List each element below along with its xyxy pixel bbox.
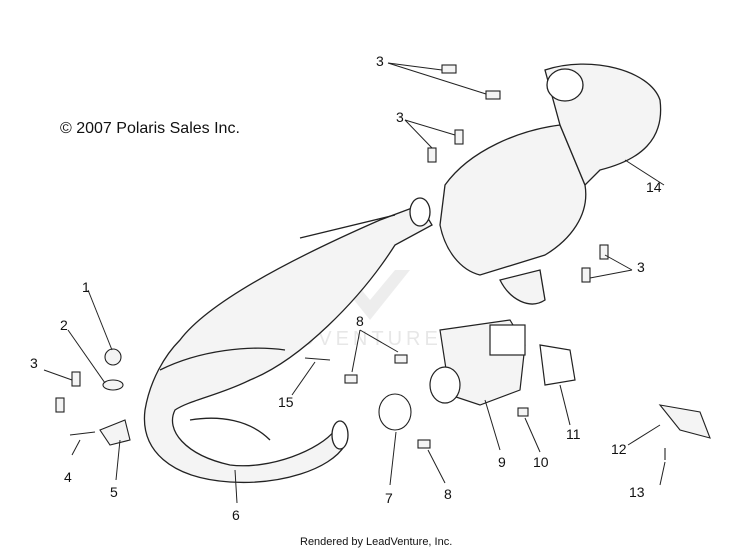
- spring-3g: [599, 244, 609, 260]
- copyright-text: © 2007 Polaris Sales Inc.: [60, 120, 240, 137]
- stud-15: [304, 357, 331, 361]
- callout-labels: 1 2 3 3 3 3 4 5 6 7 8 8 9 10 11 12 13 14…: [30, 53, 662, 523]
- callout-1: 1: [82, 279, 90, 295]
- exhaust-pipe: [143, 197, 433, 484]
- callout-3-right: 3: [637, 259, 645, 275]
- heat-shield-12: [658, 404, 711, 439]
- callout-4: 4: [64, 469, 72, 485]
- callout-10: 10: [533, 454, 549, 470]
- washer-2: [102, 379, 124, 391]
- callout-11: 11: [566, 426, 581, 442]
- bracket-5: [99, 419, 131, 446]
- callout-8-upper: 8: [356, 313, 364, 329]
- grommet-1: [104, 348, 122, 366]
- small-parts: [55, 64, 711, 460]
- callout-12: 12: [611, 441, 627, 457]
- nut-10: [517, 407, 529, 417]
- spring-8c: [417, 439, 431, 449]
- spring-3e: [427, 147, 437, 163]
- spring-3f: [454, 129, 464, 145]
- leader-lines: [43, 62, 666, 504]
- callout-2: 2: [60, 317, 68, 333]
- exhaust-manifold: [429, 319, 576, 406]
- silencer: [439, 63, 662, 305]
- spring-8b: [394, 354, 408, 364]
- spring-3a: [71, 371, 81, 387]
- callout-15: 15: [278, 394, 294, 410]
- callout-14: 14: [646, 179, 662, 195]
- seal-7: [378, 393, 412, 431]
- callout-6: 6: [232, 507, 240, 523]
- callout-8-lower: 8: [444, 486, 452, 502]
- spring-8a: [344, 374, 358, 384]
- spring-3b: [55, 397, 65, 413]
- callout-13: 13: [629, 484, 645, 500]
- callout-7: 7: [385, 490, 393, 506]
- callout-9: 9: [498, 454, 506, 470]
- screw-4: [69, 431, 96, 436]
- callout-3-top: 3: [376, 53, 384, 69]
- callout-3-upper: 3: [396, 109, 404, 125]
- callout-3-left: 3: [30, 355, 38, 371]
- spring-3d: [485, 90, 501, 100]
- spring-3h: [581, 267, 591, 283]
- footer-credit: Rendered by LeadVenture, Inc.: [300, 536, 453, 548]
- spring-3c: [441, 64, 457, 74]
- callout-5: 5: [110, 484, 118, 500]
